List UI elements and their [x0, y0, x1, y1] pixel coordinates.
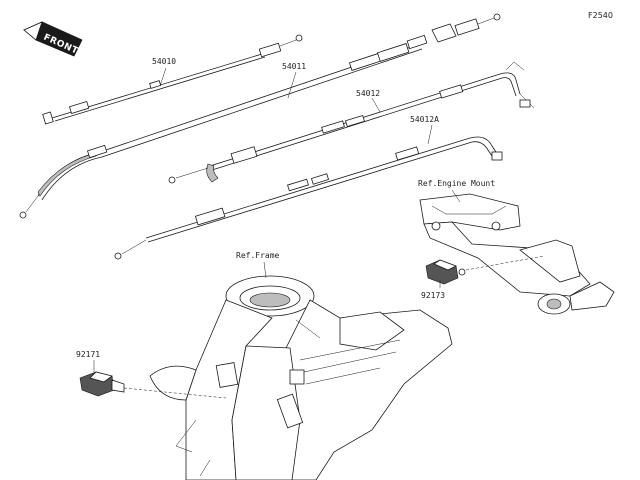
- cable-54011: [19, 13, 501, 219]
- leader-lines: [93, 67, 461, 372]
- cable-54010: [42, 34, 303, 125]
- part-number-54011: 54011: [282, 62, 307, 71]
- clamp-92173: [425, 255, 545, 285]
- front-arrow-badge: FRONT: [23, 21, 83, 57]
- cable-54012: [168, 61, 535, 184]
- ref-engine-mount-label: Ref.Engine Mount: [418, 179, 496, 188]
- figure-id: F2540: [588, 11, 613, 20]
- frame-assembly: [149, 275, 453, 480]
- ref-frame-label: Ref.Frame: [236, 251, 280, 260]
- part-number-54010: 54010: [152, 57, 177, 66]
- part-number-54012: 54012: [356, 89, 381, 98]
- cable-54012A: [114, 136, 503, 260]
- engine-mount-bracket: [419, 193, 615, 315]
- part-number-54012A: 54012A: [410, 115, 439, 124]
- part-number-92171: 92171: [76, 350, 101, 359]
- part-number-92173: 92173: [421, 291, 446, 300]
- clip-92171: [79, 371, 227, 399]
